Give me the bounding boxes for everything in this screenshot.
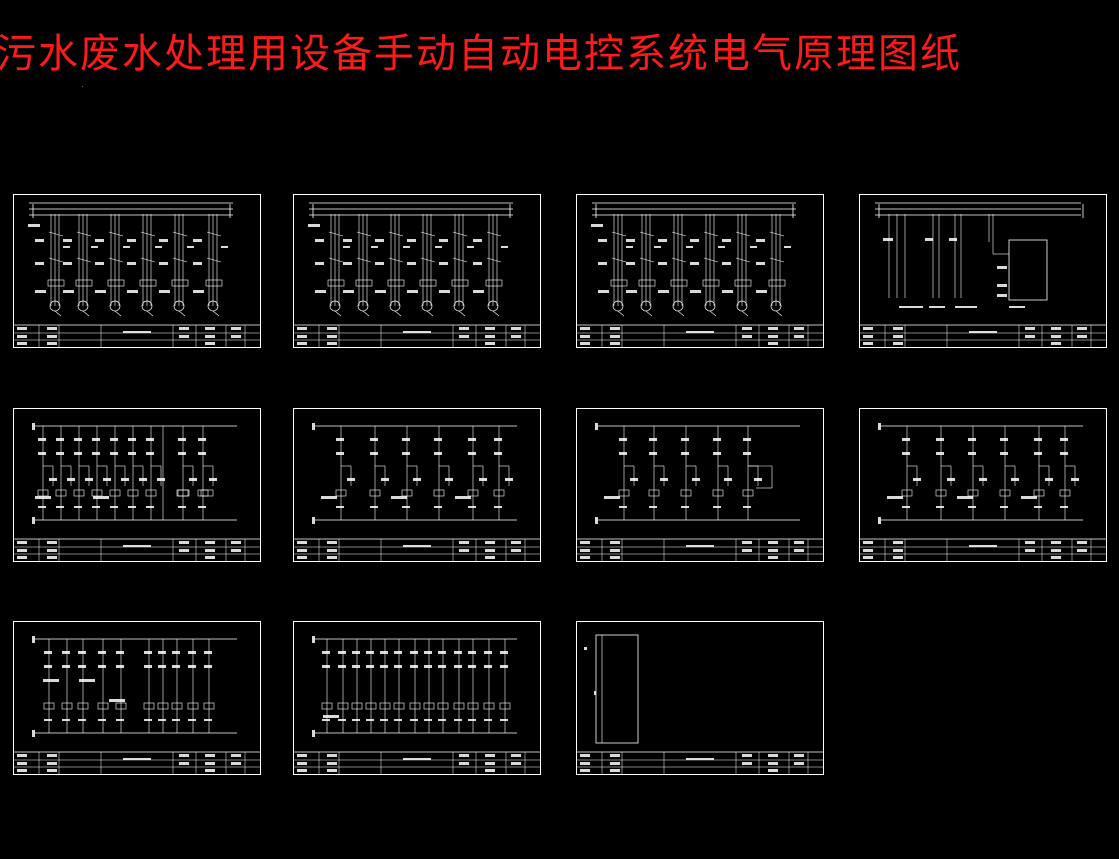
drawing-sheet-8[interactable] (859, 408, 1107, 562)
drawing-set-title: 污水废水处理用设备手动自动电控系统电气原理图纸 (0, 31, 962, 77)
drawing-sheet-1[interactable] (13, 194, 261, 348)
drawing-sheet-9[interactable] (13, 621, 261, 775)
drawing-sheet-11[interactable] (576, 621, 824, 775)
drawing-sheet-5[interactable] (13, 408, 261, 562)
drawing-sheet-7[interactable] (576, 408, 824, 562)
drawing-sheet-10[interactable] (293, 621, 541, 775)
drawing-sheet-6[interactable] (293, 408, 541, 562)
drawing-sheet-4[interactable] (859, 194, 1107, 348)
stray-dot (82, 86, 83, 87)
drawing-sheet-2[interactable] (293, 194, 541, 348)
drawing-sheet-3[interactable] (576, 194, 824, 348)
